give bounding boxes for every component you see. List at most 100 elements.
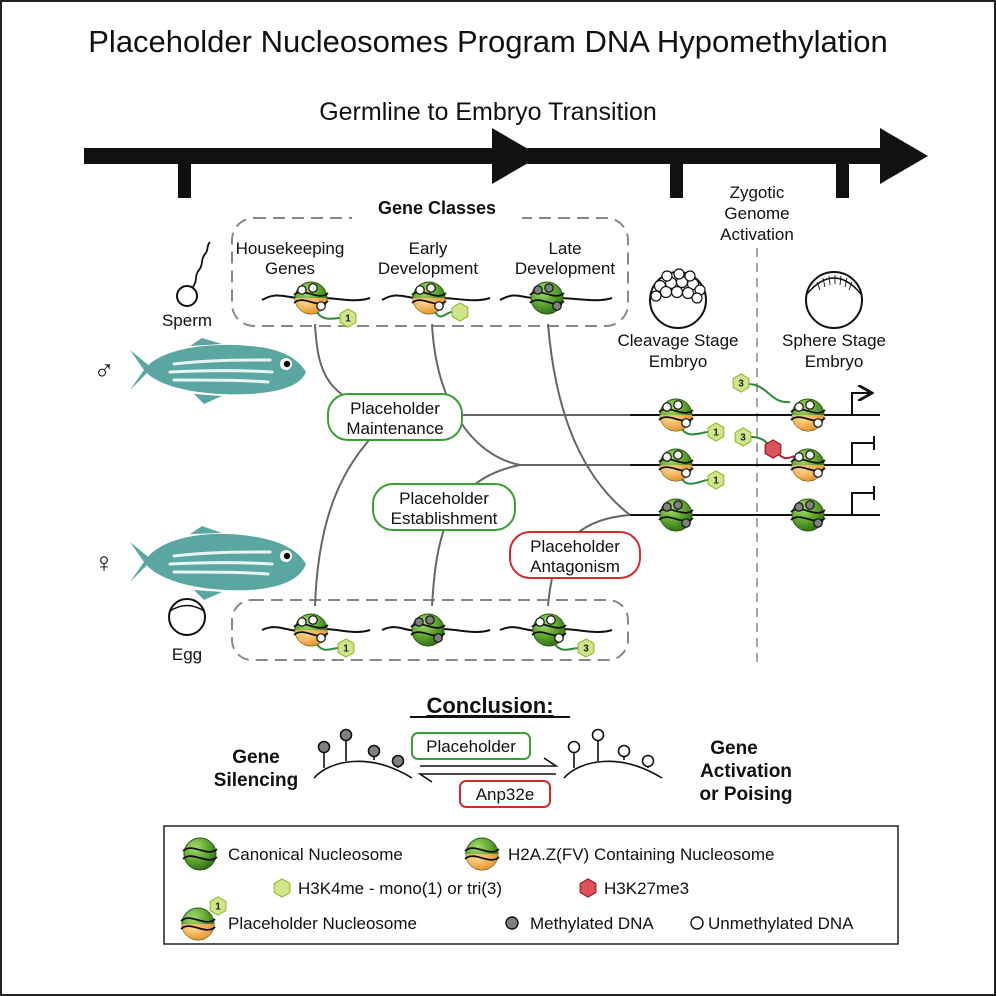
cleavage-label-line1: Cleavage Stage (618, 331, 739, 350)
page-title: Placeholder Nucleosomes Program DNA Hypo… (88, 24, 887, 59)
process-antagonism: Placeholder Antagonism (509, 531, 641, 579)
gene-class-late-line2: Development (515, 259, 615, 278)
legend-placeholder: Placeholder Nucleosome (228, 914, 417, 933)
legend-placeholder-nucleosome-icon (180, 907, 216, 941)
sperm-nucleosomes: 1 (261, 281, 613, 328)
svg-text:1: 1 (215, 902, 221, 913)
zga-label-line2: Genome (724, 204, 789, 223)
sperm-nucleosome-late (529, 281, 565, 315)
embryo-nucleosomes: 1 1 3 3 (658, 373, 826, 532)
establishment-box (372, 483, 516, 531)
legend-box (163, 825, 899, 945)
cleavage-label-line2: Embryo (649, 352, 708, 371)
gene-class-housekeeping-line2: Genes (265, 259, 315, 278)
sphere-h3k4me3-tail-housekeeping (747, 383, 791, 404)
activation-line2: Activation (700, 761, 792, 782)
establishment-line2: Establishment (391, 509, 498, 528)
egg-nucleosome-housekeeping: 1 (293, 613, 355, 658)
legend-methylated-icon (505, 916, 519, 930)
process-establishment: Placeholder Establishment (372, 483, 516, 531)
antagonism-box (509, 531, 641, 579)
male-fish-icon (130, 338, 306, 404)
cleavage-nucleosome-early-mark: 1 (707, 470, 725, 490)
cleavage-nucleosome-housekeeping-mark: 1 (707, 422, 725, 442)
cleavage-nucleosome-housekeeping: 1 (658, 398, 725, 442)
silencing-line1: Gene (232, 747, 280, 768)
process-maintenance: Placeholder Maintenance (327, 393, 463, 441)
egg-gene-box (231, 599, 629, 661)
legend-methylated: Methylated DNA (530, 914, 654, 933)
sphere-label-line2: Embryo (805, 352, 864, 371)
zga-label-line3: Activation (720, 225, 794, 244)
anp32e-reverse-label: Anp32e (476, 785, 535, 804)
svg-text:1: 1 (713, 476, 719, 487)
egg-nucleosome-late: 3 (531, 613, 595, 658)
gene-classes-group: Gene Classes Housekeeping Genes Early De… (231, 192, 629, 328)
sphere-h3k27me3-mark-early (764, 439, 782, 459)
legend-placeholder-mark-icon: 1 (209, 896, 227, 916)
cleavage-embryo-icon (649, 268, 707, 329)
sperm-nucleosome-housekeeping: 1 (293, 281, 357, 328)
cleavage-nucleosome-late (658, 498, 694, 532)
legend-h2az-nucleosome-icon (464, 837, 500, 871)
antagonism-line2: Antagonism (530, 557, 620, 576)
establishment-line1: Placeholder (399, 489, 489, 508)
placeholder-forward-label: Placeholder (426, 737, 516, 756)
unmethylated-dna-lollipops (563, 728, 663, 779)
timeline: Germline to Embryo Transition (84, 98, 928, 198)
timeline-bar (84, 148, 884, 164)
anp32e-reverse-box (459, 780, 551, 808)
svg-text:1: 1 (345, 314, 351, 325)
sperm-nucleosome-early-mark (451, 302, 469, 322)
cleavage-nucleosome-early: 1 (658, 448, 725, 490)
gene-classes-heading: Gene Classes (378, 198, 496, 218)
activation-line1: Gene (710, 738, 758, 759)
egg-nucleosome-housekeeping-mark: 1 (337, 638, 355, 658)
sphere-label-line1: Sphere Stage (782, 331, 886, 350)
sphere-embryo-icon (805, 271, 863, 329)
gene-class-late-line1: Late (548, 239, 581, 258)
legend-h3k4me: H3K4me - mono(1) or tri(3) (298, 879, 502, 898)
sphere-nucleosome-housekeeping (790, 398, 826, 432)
legend: 1 Canonical Nucleosome H2A.Z(FV) Contain… (163, 825, 899, 945)
svg-text:1: 1 (343, 644, 349, 655)
maintenance-line1: Placeholder (350, 399, 440, 418)
legend-canonical-nucleosome-icon (182, 837, 218, 871)
gene-class-early-line1: Early (409, 239, 448, 258)
egg-label: Egg (172, 645, 202, 664)
legend-h2az: H2A.Z(FV) Containing Nucleosome (508, 845, 774, 864)
female-fish-icon (130, 526, 306, 600)
legend-unmethylated: Unmethylated DNA (708, 914, 854, 933)
sperm-icon (176, 241, 211, 307)
poised-promoter-symbol-late (851, 486, 875, 515)
timeline-midpoint-arrow (492, 128, 540, 184)
sphere-h3k4me3-mark-housekeeping: 3 (732, 373, 750, 393)
legend-symbols: 1 (180, 837, 704, 941)
legend-h3k27me3: H3K27me3 (604, 879, 689, 898)
timeline-label: Germline to Embryo Transition (319, 98, 657, 126)
sperm-nucleosome-early (411, 281, 469, 322)
zga-label-line1: Zygotic (730, 183, 785, 202)
poised-promoter-symbol-early (851, 436, 875, 465)
legend-h3k27me3-icon (579, 878, 597, 898)
maintenance-line2: Maintenance (346, 419, 443, 438)
sperm-nucleosome-housekeeping-mark: 1 (339, 308, 357, 328)
sphere-h3k4me3-mark-early: 3 (734, 427, 752, 447)
maintenance-box (327, 393, 463, 441)
svg-text:3: 3 (583, 644, 589, 655)
female-symbol: ♀ (94, 547, 115, 578)
egg-nucleosome-late-mark: 3 (577, 638, 595, 658)
gene-classes-heading-bg (352, 192, 522, 220)
equilibrium-arrows (417, 757, 559, 783)
timeline-tick-gametes (178, 160, 191, 198)
sphere-nucleosome-late (790, 498, 826, 532)
timeline-tick-sphere (836, 160, 849, 198)
svg-text:1: 1 (713, 428, 719, 439)
silencing-line2: Silencing (214, 770, 298, 791)
methylated-dna-lollipops (313, 728, 413, 779)
